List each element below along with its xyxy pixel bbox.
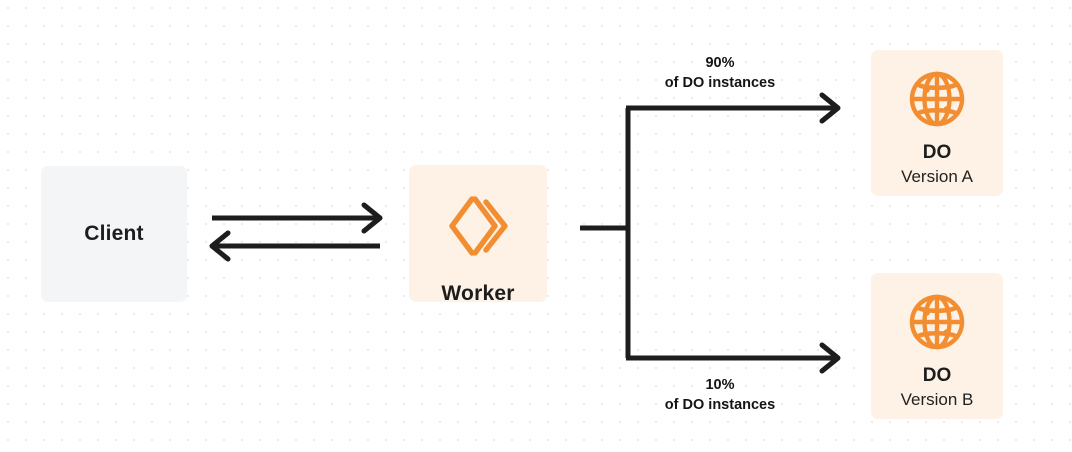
node-client-label: Client: [84, 222, 144, 245]
edge-label-bottom: 10% of DO instances: [590, 375, 850, 415]
edge-label-bottom-description: of DO instances: [664, 397, 776, 413]
edge-worker-to-client-arrowhead: [209, 230, 231, 262]
edge-client-to-worker-arrowhead: [361, 202, 383, 234]
globe-icon: [906, 291, 968, 353]
globe-icon: [906, 68, 968, 130]
edge-branch-top-arrowhead: [819, 92, 841, 124]
cloudflare-workers-icon: [442, 190, 514, 262]
node-worker-label: Worker: [441, 282, 515, 305]
edge-branch-bottom-arrowhead: [819, 342, 841, 374]
node-do-a-label: DO: [922, 142, 952, 163]
edge-label-top: 90% of DO instances: [590, 53, 850, 93]
node-do-version-b[interactable]: DO Version B: [871, 273, 1003, 419]
node-do-version-a[interactable]: DO Version A: [871, 50, 1003, 196]
edge-label-top-percent: 90%: [705, 55, 735, 71]
edge-label-bottom-percent: 10%: [705, 377, 735, 393]
node-client[interactable]: Client: [41, 166, 187, 302]
node-worker[interactable]: Worker: [409, 165, 547, 305]
node-do-a-sublabel: Version A: [901, 167, 973, 186]
edge-label-top-description: of DO instances: [664, 75, 776, 91]
node-do-b-sublabel: Version B: [900, 390, 974, 409]
node-do-b-label: DO: [922, 365, 952, 386]
